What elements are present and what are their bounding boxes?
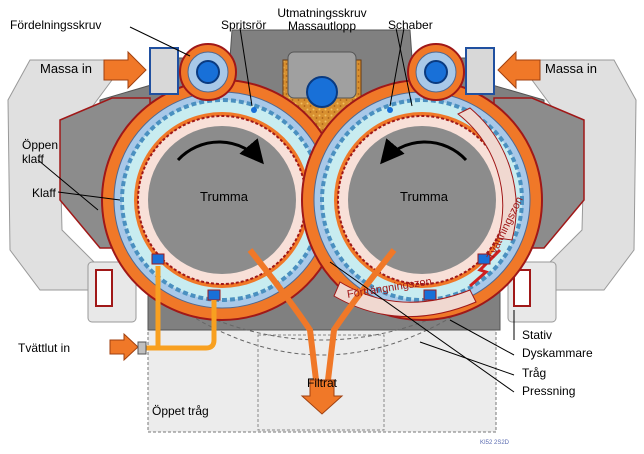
label-pulp-in-right: Massa in (545, 61, 598, 76)
filtrate-flow-right (325, 248, 397, 381)
label-pressing: Pressning (522, 384, 576, 398)
label-wash-liquor-in: Tvättlut in (18, 341, 71, 355)
inlet-arrow-left (103, 50, 147, 90)
label-drum-left: Trumma (200, 189, 248, 204)
label-spray-pipes: Spritsrör (221, 18, 267, 32)
label-discharge-screw: Utmatningsskruv (277, 6, 367, 20)
label-frame: Stativ (522, 328, 553, 342)
discharge-screw (306, 76, 338, 108)
label-nozzle-chamber: Dyskammare (522, 346, 593, 360)
label-scraper: Schaber (388, 18, 433, 32)
leader-lines (37, 26, 515, 393)
washing-zone-band (457, 107, 517, 241)
filtrate-arrow (300, 379, 344, 415)
label-drum-right: Trumma (400, 189, 448, 204)
wash-liquor-pipe (140, 266, 217, 351)
label-distribution-screw: Fördelningsskruv (10, 18, 102, 32)
wash-liquor-arrow (109, 332, 139, 362)
label-trough: Tråg (522, 366, 547, 380)
drum-left (101, 79, 343, 321)
filtrate-flow-left (247, 248, 319, 381)
label-flap: Klaff (32, 186, 56, 200)
inlet-arrow-right (497, 50, 541, 90)
label-pulp-in-left: Massa in (40, 61, 93, 76)
label-open-flap: Öppen klaff (22, 138, 59, 166)
image-code: KI52 2S2D (480, 440, 510, 446)
distribution-screw-left (149, 43, 237, 101)
distribution-screw-right (407, 43, 495, 101)
label-pulp-outlet: Massautlopp (287, 19, 357, 33)
label-filtrate: Filtrat (307, 376, 337, 390)
label-open-trough: Öppet tråg (152, 404, 209, 418)
